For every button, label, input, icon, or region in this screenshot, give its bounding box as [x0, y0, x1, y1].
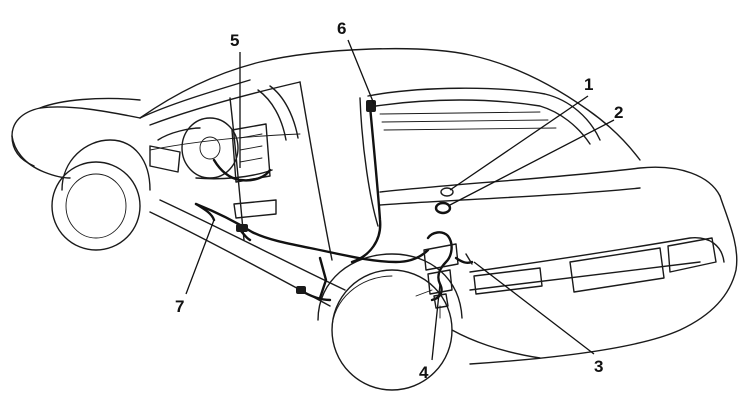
leader-6 [347, 39, 375, 105]
leader-1 [449, 95, 589, 191]
callout-leaders [185, 39, 615, 361]
callout-2: 2 [614, 103, 623, 122]
callout-1: 1 [584, 75, 593, 94]
callout-5: 5 [230, 31, 239, 50]
callout-labels: 1 2 3 4 5 6 7 [175, 19, 623, 382]
callout-4: 4 [419, 363, 429, 382]
leader-7 [185, 219, 215, 295]
callout-6: 6 [337, 19, 346, 38]
leader-3 [473, 261, 595, 355]
leader-2 [447, 119, 615, 207]
callout-7: 7 [175, 297, 184, 316]
callout-3: 3 [594, 357, 603, 376]
leader-4 [431, 283, 441, 361]
interior [149, 85, 299, 219]
car-body [11, 47, 738, 391]
